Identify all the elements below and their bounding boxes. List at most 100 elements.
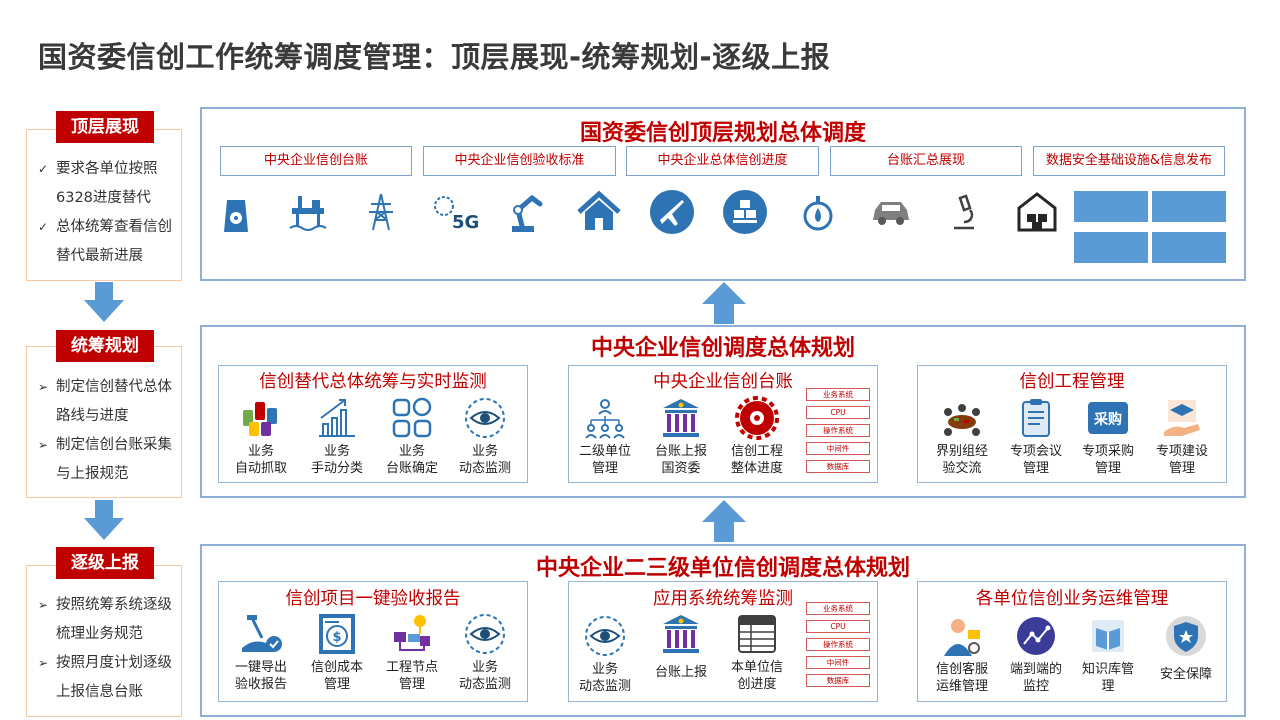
middle-panel-title: 中央企业信创调度总体规划 <box>590 336 855 361</box>
knowledge-base-item[interactable]: 知识库管理 <box>1068 614 1148 695</box>
sub-title: 信创项目一键验收报告 <box>285 589 461 609</box>
page-title: 国资委信创工作统筹调度管理：顶层展现-统筹规划-逐级上报 <box>38 40 831 74</box>
oil-platform-icon <box>289 196 327 231</box>
down-arrow-icon <box>84 282 124 322</box>
eye-monitor-icon <box>585 616 625 656</box>
secondary-unit-item[interactable]: 二级单位管理 <box>565 396 645 477</box>
svg-text:5G: 5G <box>452 212 478 233</box>
tab-acceptance-standard[interactable]: 中央企业信创验收标准 <box>423 146 616 176</box>
left-head-top: 顶层展现 <box>56 111 154 143</box>
table-grid-icon <box>738 615 776 653</box>
procurement-icon: 采购 <box>1088 402 1128 434</box>
nuclear-plant-icon <box>224 200 248 232</box>
tag-business-system: 业务系统 <box>806 388 870 401</box>
node-management-item[interactable]: 工程节点管理 <box>372 612 452 693</box>
globe-5g-icon: 5G <box>434 196 478 233</box>
tag-cpu: CPU <box>806 620 870 633</box>
export-report-item[interactable]: 一键导出验收报告 <box>221 612 301 693</box>
top-panel-title: 国资委信创顶层规划总体调度 <box>579 121 866 146</box>
left-item: ✓总体统筹查看信创替代最新进展 <box>38 219 172 264</box>
customer-service-item[interactable]: 信创客服运维管理 <box>922 614 1002 695</box>
invoice-dollar-icon: $ <box>319 614 355 654</box>
left-box-top <box>26 129 182 281</box>
cost-management-item[interactable]: $ 信创成本管理 <box>297 612 377 693</box>
manual-classify-item[interactable]: 业务手动分类 <box>297 396 377 477</box>
eye-monitor-icon <box>465 398 505 438</box>
pipeline-nodes-icon <box>394 615 430 651</box>
house-icon <box>577 190 621 230</box>
sub-title: 中央企业信创台账 <box>653 372 793 392</box>
placeholder-tile <box>1074 191 1148 222</box>
procurement-icon-label: 采购 <box>1093 411 1122 428</box>
eye-monitor-icon <box>465 614 505 654</box>
unit-progress-item[interactable]: 本单位信创进度 <box>717 612 797 693</box>
ledger-confirm-item[interactable]: 业务台账确定 <box>372 396 452 477</box>
sub-title: 应用系统统筹监测 <box>653 589 793 609</box>
left-head-middle: 统筹规划 <box>56 330 154 362</box>
tab-data-security[interactable]: 数据安全基础设施&信息发布 <box>1033 146 1225 176</box>
grid-apps-icon <box>392 397 432 438</box>
tag-middleware: 中间件 <box>806 442 870 455</box>
tab-overall-progress[interactable]: 中央企业总体信创进度 <box>626 146 819 176</box>
microscope-icon <box>954 194 974 230</box>
left-item: ➢按照月度计划逐级上报信息台账 <box>38 655 172 700</box>
graduation-hand-icon <box>1164 400 1200 436</box>
special-construction-item[interactable]: 专项建设管理 <box>1142 396 1222 477</box>
flame-bulb-icon <box>803 196 833 231</box>
support-agent-icon <box>944 619 980 656</box>
top-panel: 国资委信创顶层规划总体调度 <box>200 107 1246 281</box>
tag-business-system: 业务系统 <box>806 602 870 615</box>
dynamic-monitor-item[interactable]: 业务动态监测 <box>445 612 525 693</box>
experience-exchange-item[interactable]: 界别组经验交流 <box>922 396 1002 477</box>
growth-chart-icon <box>319 399 355 437</box>
sub-title: 各单位信创业务运维管理 <box>975 589 1169 609</box>
org-chart-icon <box>585 399 625 439</box>
clipboard-icon <box>1022 399 1050 437</box>
placeholder-tile <box>1152 191 1226 222</box>
cylinders-icon <box>243 402 277 436</box>
dynamic-monitor-item[interactable]: 业务动态监测 <box>445 396 525 477</box>
ledger-report-item[interactable]: 台账上报 <box>641 612 721 681</box>
special-procurement-item[interactable]: 采购 专项采购管理 <box>1068 396 1148 477</box>
placeholder-tile <box>1152 232 1226 263</box>
book-icon <box>1092 620 1124 652</box>
placeholder-tile <box>1074 232 1148 263</box>
shield-icon <box>1166 616 1206 656</box>
network-analytics-icon <box>1017 617 1055 655</box>
warehouse-icon <box>1017 192 1057 232</box>
left-item: ✓要求各单位按照6328进度替代 <box>38 161 158 206</box>
bank-building-icon <box>663 615 699 653</box>
special-meeting-item[interactable]: 专项会议管理 <box>996 396 1076 477</box>
tag-os: 操作系统 <box>806 638 870 651</box>
tag-cpu: CPU <box>806 406 870 419</box>
red-gear-icon <box>735 396 779 440</box>
tag-database: 数据库 <box>806 674 870 687</box>
left-item: ➢按照统筹系统逐级梳理业务规范 <box>38 597 172 642</box>
project-progress-item[interactable]: 信创工程整体进度 <box>717 396 797 477</box>
car-icon <box>873 202 909 225</box>
bank-building-icon <box>663 399 699 437</box>
left-head-bottom: 逐级上报 <box>56 547 154 579</box>
left-item: ➢制定信创台账采集与上报规范 <box>38 437 172 482</box>
left-item: ➢制定信创替代总体路线与进度 <box>38 379 172 424</box>
bottom-panel-title: 中央企业二三级单位信创调度总体规划 <box>535 556 910 581</box>
ledger-report-item[interactable]: 台账上报国资委 <box>641 396 721 477</box>
tab-ledger[interactable]: 中央企业信创台账 <box>220 146 412 176</box>
shovel-check-icon <box>242 615 282 652</box>
robot-arm-icon <box>512 194 543 232</box>
power-tower-icon <box>369 193 393 231</box>
sub-title: 信创工程管理 <box>1019 372 1125 392</box>
up-arrow-icon <box>702 500 746 542</box>
gold-bars-icon <box>723 190 767 234</box>
sub-title: 信创替代总体统筹与实时监测 <box>259 372 487 392</box>
auto-capture-item[interactable]: 业务自动抓取 <box>221 396 301 477</box>
dynamic-monitor-item[interactable]: 业务动态监测 <box>565 614 645 695</box>
tab-ledger-summary[interactable]: 台账汇总展现 <box>830 146 1022 176</box>
end-to-end-monitor-item[interactable]: 端到端的监控 <box>996 614 1076 695</box>
airplane-icon <box>650 190 694 234</box>
svg-text:$: $ <box>332 630 341 645</box>
left-box-middle <box>26 346 182 498</box>
security-item[interactable]: 安全保障 <box>1146 614 1226 683</box>
meeting-table-icon <box>944 404 980 436</box>
up-arrow-icon <box>702 282 746 324</box>
